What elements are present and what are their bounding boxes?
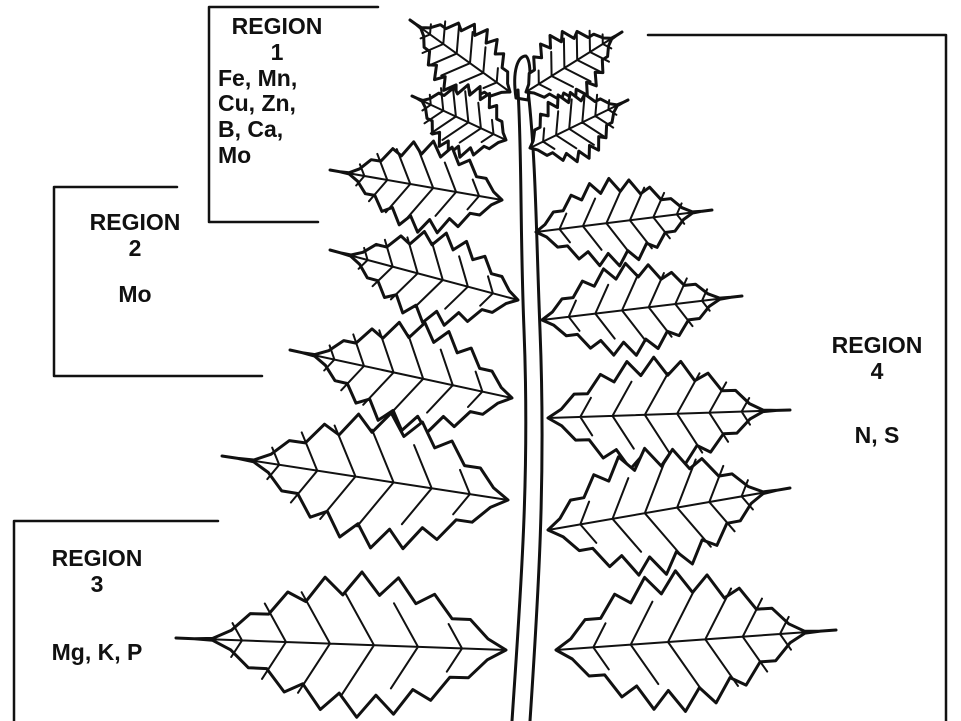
plant-stem-inner xyxy=(528,90,542,721)
region-2-label: REGION 2 Mo xyxy=(70,210,200,307)
region-1-nutrients-line-3: B, Ca, xyxy=(218,117,338,143)
region-3-label: REGION 3 Mg, K, P xyxy=(22,546,172,665)
region-4-number: 4 xyxy=(812,359,942,385)
region-4-heading: REGION xyxy=(812,333,942,359)
region-3-heading: REGION xyxy=(22,546,172,572)
region-2-nutrients: Mo xyxy=(70,282,200,308)
region-4-label: REGION 4 N, S xyxy=(812,333,942,448)
region-2-number: 2 xyxy=(70,236,200,262)
plant-stem xyxy=(512,90,526,721)
region-1-nutrients-line-2: Cu, Zn, xyxy=(218,91,338,117)
region-2-heading: REGION xyxy=(70,210,200,236)
region-1-nutrients-line-1: Fe, Mn, xyxy=(218,66,338,92)
region-1-nutrients-line-4: Mo xyxy=(218,143,338,169)
leaf xyxy=(556,571,836,712)
region-1-label: REGION 1 Fe, Mn, Cu, Zn, B, Ca, Mo xyxy=(218,14,338,169)
leaf xyxy=(290,322,512,432)
leaf xyxy=(330,232,518,326)
region-1-heading: REGION xyxy=(218,14,336,40)
region-1-number: 1 xyxy=(218,40,336,66)
region-3-nutrients: Mg, K, P xyxy=(22,640,172,666)
region-3-number: 3 xyxy=(22,572,172,598)
region-4-nutrients: N, S xyxy=(812,423,942,449)
